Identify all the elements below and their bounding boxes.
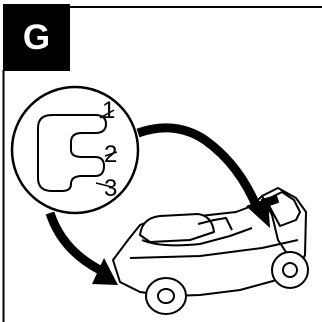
leader-line-2 <box>104 151 118 157</box>
lawn-mower <box>112 187 309 315</box>
arrow-to-deck-shaft <box>45 211 103 274</box>
mower-body-line <box>141 227 253 247</box>
position-label-3: 3 <box>104 175 117 202</box>
leader-line-3 <box>95 182 113 188</box>
mower-vent <box>197 217 233 231</box>
height-lever-shape <box>37 114 108 192</box>
position-label-1: 1 <box>102 97 115 124</box>
arrow-to-deck-head <box>92 258 118 285</box>
position-label-2: 2 <box>104 141 117 168</box>
rear-wheel-hub <box>282 262 298 278</box>
section-badge: G <box>3 4 70 71</box>
mower-top-cover <box>139 213 215 243</box>
leader-line-1 <box>99 109 115 119</box>
arrow-to-lever-shaft <box>136 123 263 212</box>
callout-circle <box>10 85 140 215</box>
front-wheel-hub <box>157 288 175 304</box>
arrow-to-lever-head <box>246 198 270 228</box>
